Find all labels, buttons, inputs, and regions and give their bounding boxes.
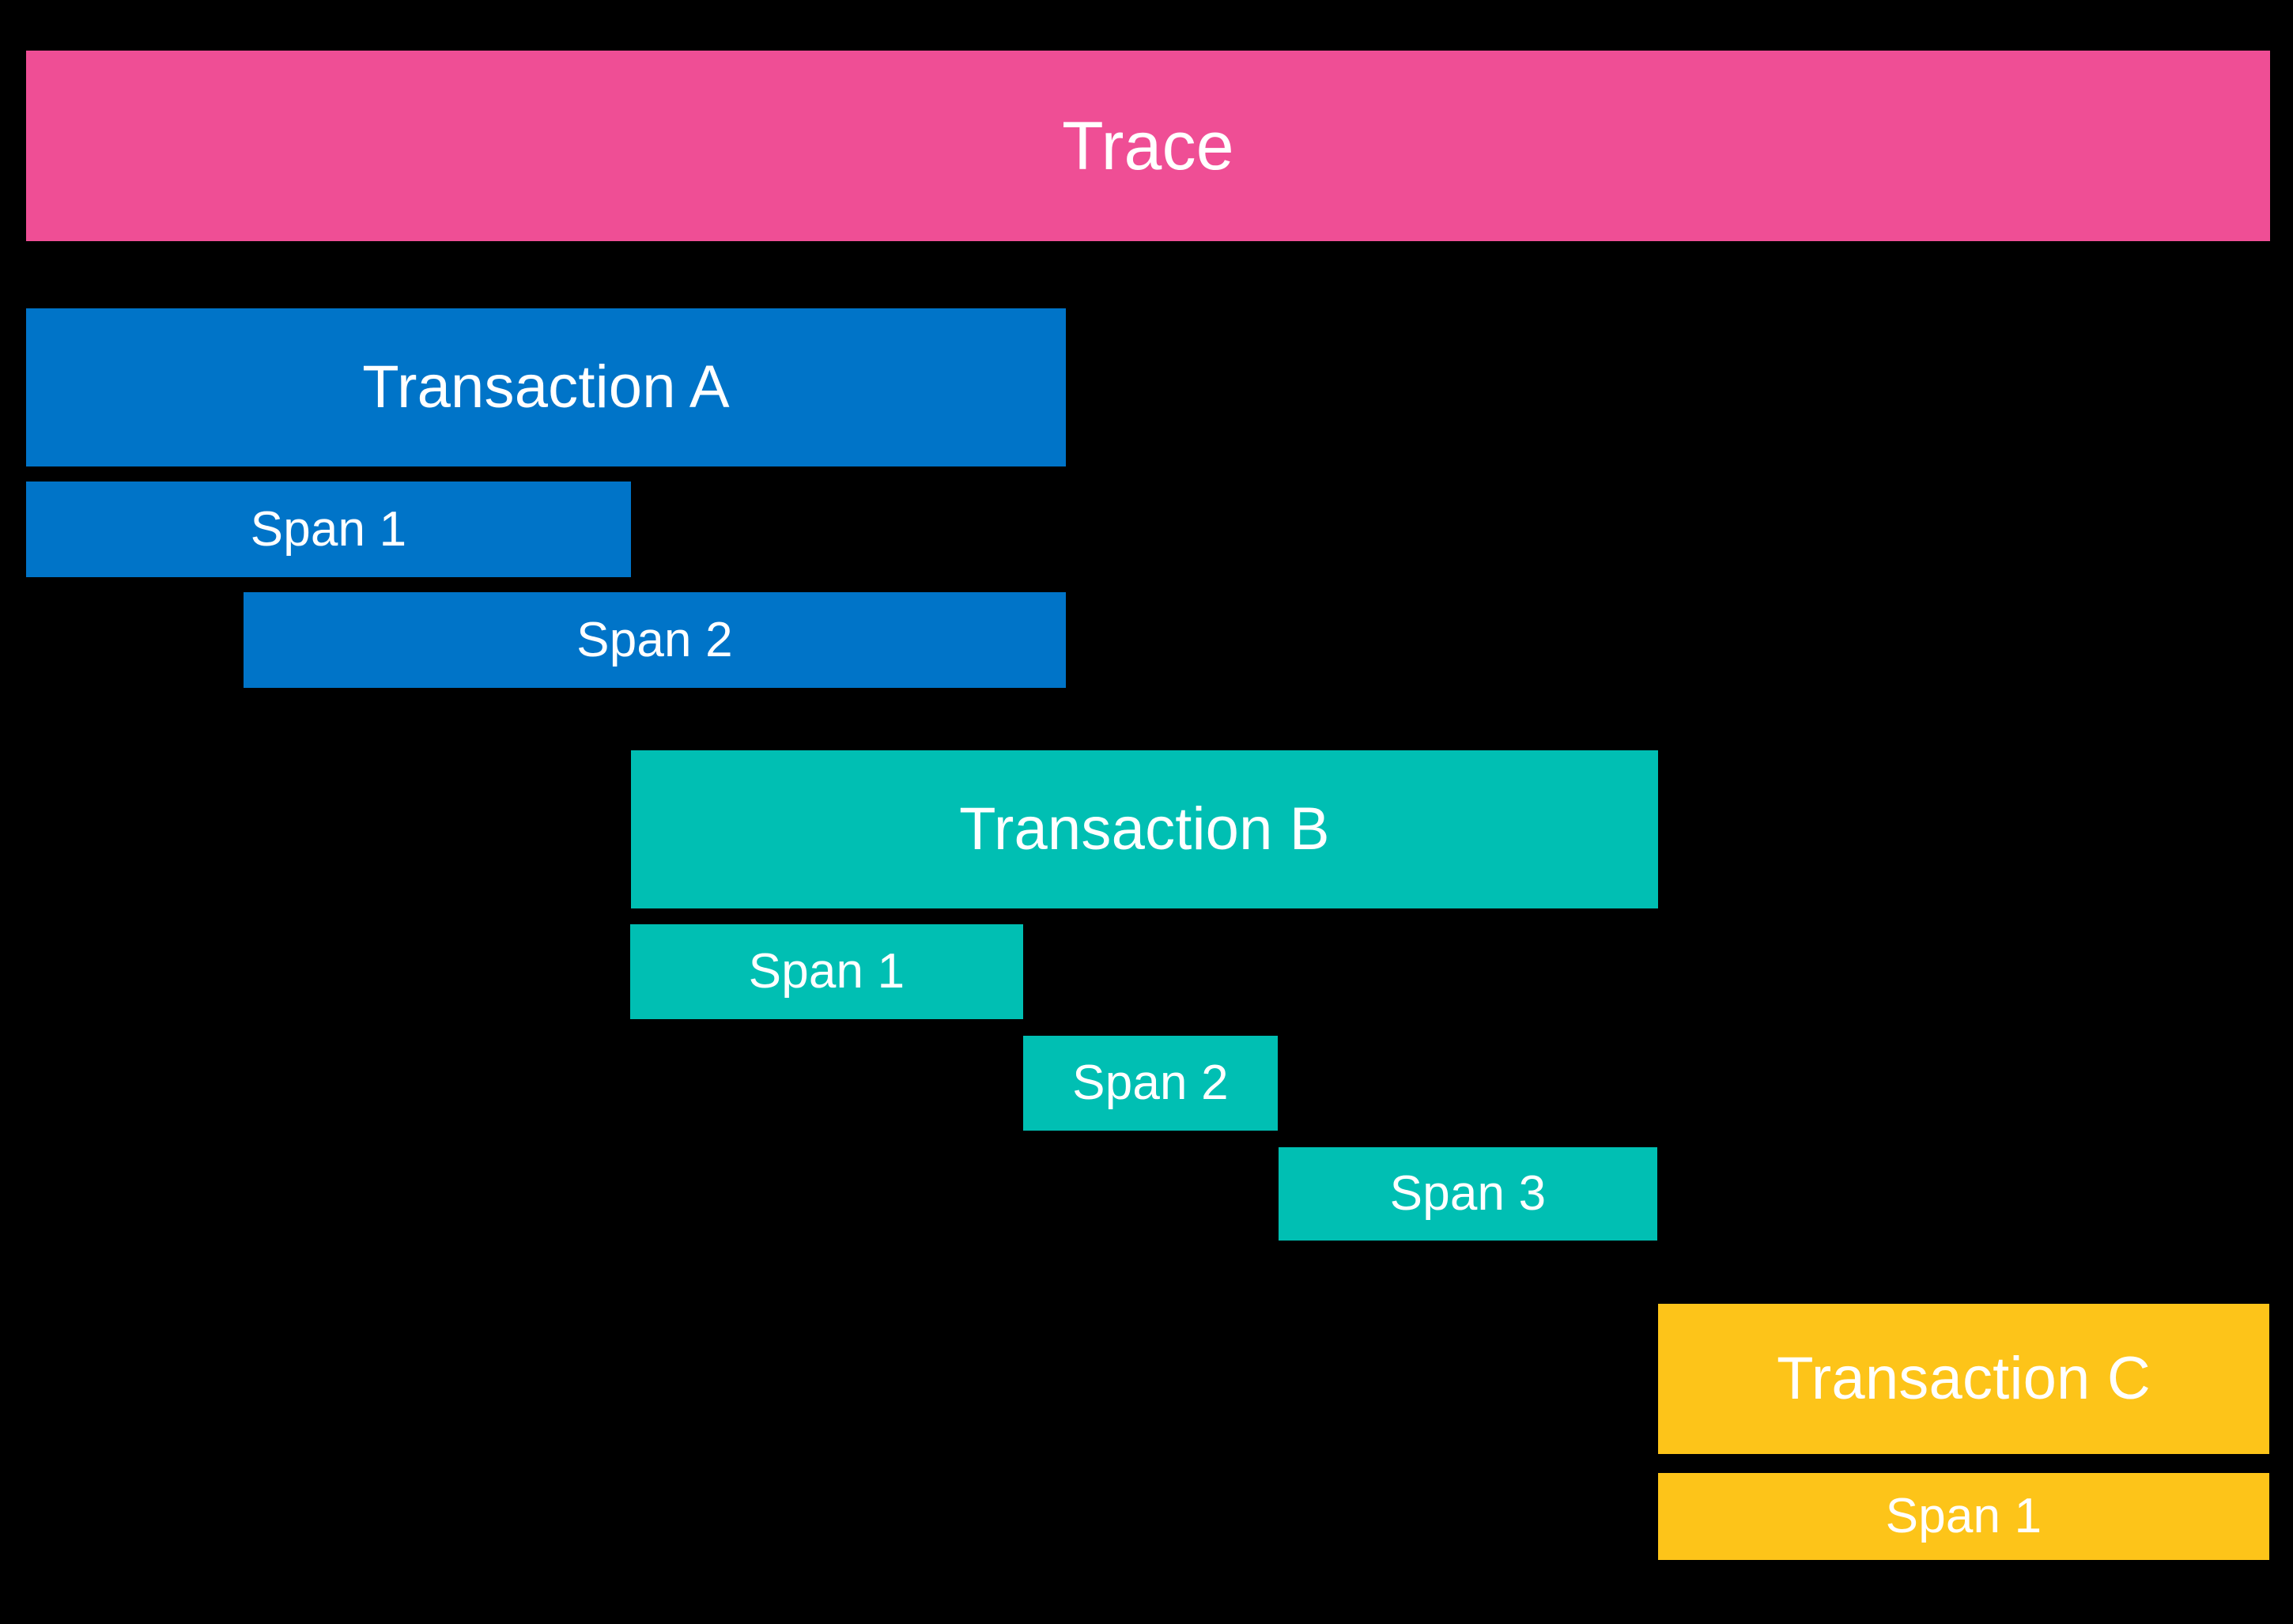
transaction-a-span-1-label: Span 1 bbox=[250, 501, 407, 557]
transaction-b-span-3-label: Span 3 bbox=[1389, 1166, 1547, 1221]
transaction-a-label: Transaction A bbox=[362, 353, 730, 421]
bar-transaction-b-span-1[interactable]: Span 1 bbox=[630, 924, 1023, 1019]
bar-transaction-b-span-3[interactable]: Span 3 bbox=[1279, 1147, 1657, 1241]
bar-trace[interactable]: Trace bbox=[26, 51, 2270, 241]
bar-transaction-b[interactable]: Transaction B bbox=[631, 750, 1658, 908]
bar-transaction-a-span-1[interactable]: Span 1 bbox=[26, 482, 631, 577]
trace-label: Trace bbox=[1062, 108, 1234, 184]
transaction-c-span-1-label: Span 1 bbox=[1885, 1489, 2042, 1543]
transaction-b-span-1-label: Span 1 bbox=[748, 944, 905, 999]
bar-transaction-a[interactable]: Transaction A bbox=[26, 308, 1066, 466]
bar-transaction-a-span-2[interactable]: Span 2 bbox=[244, 592, 1066, 688]
transaction-b-label: Transaction B bbox=[959, 795, 1330, 863]
transaction-b-span-2-label: Span 2 bbox=[1072, 1056, 1229, 1110]
bar-transaction-c-span-1[interactable]: Span 1 bbox=[1658, 1473, 2269, 1560]
transaction-a-span-2-label: Span 2 bbox=[576, 612, 733, 667]
bar-transaction-c[interactable]: Transaction C bbox=[1658, 1304, 2269, 1454]
bar-transaction-b-span-2[interactable]: Span 2 bbox=[1023, 1036, 1278, 1131]
transaction-c-label: Transaction C bbox=[1777, 1345, 2151, 1412]
